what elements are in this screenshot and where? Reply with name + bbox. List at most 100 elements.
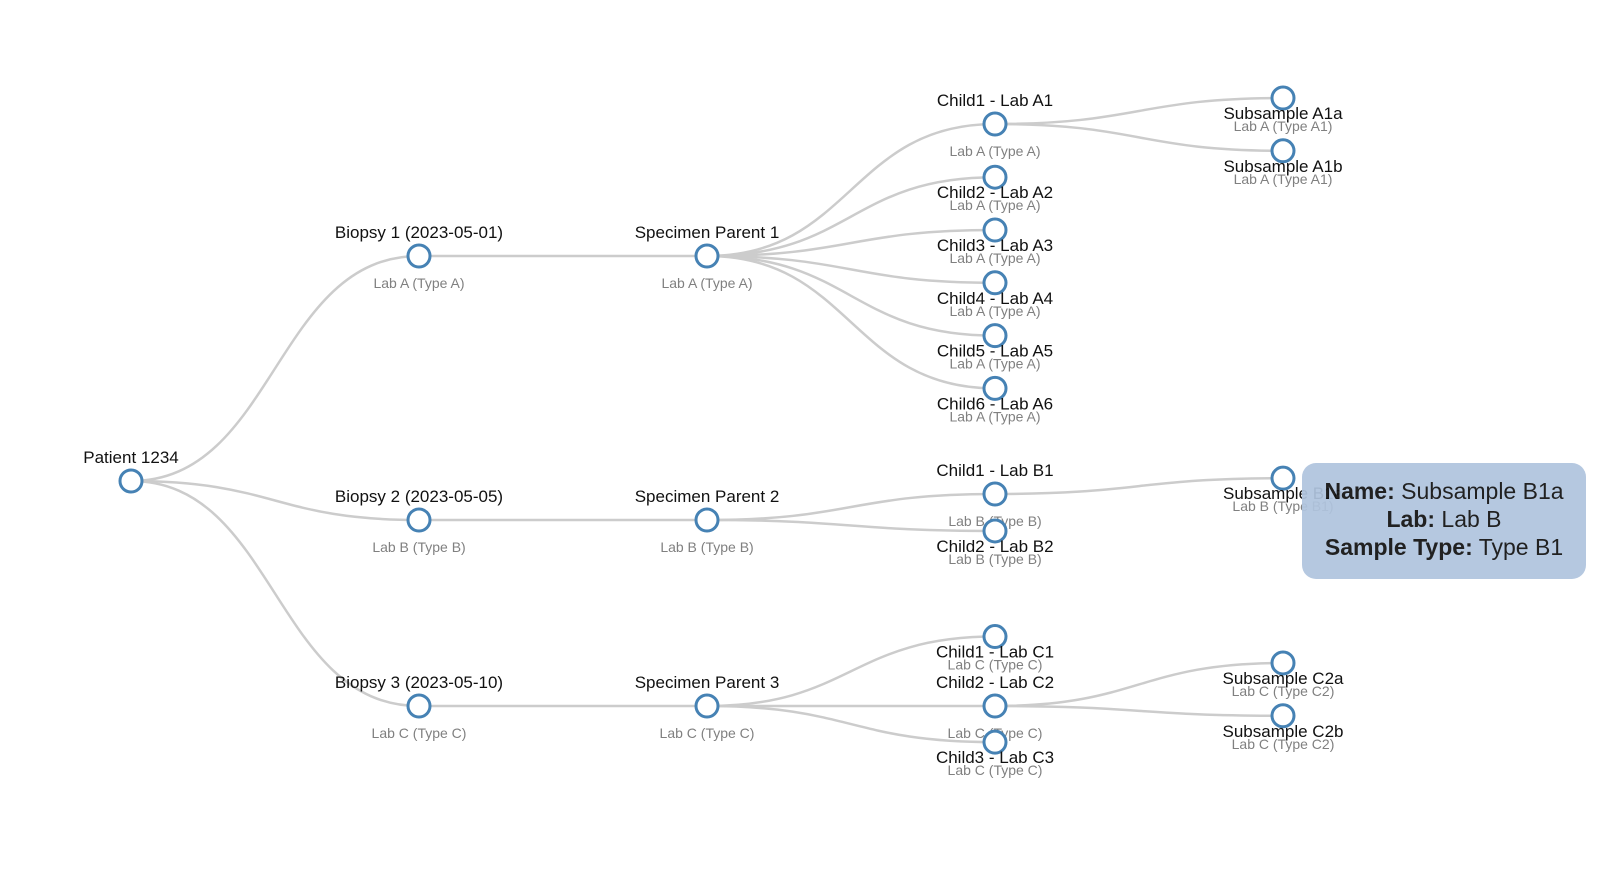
node-label-patient: Patient 1234 bbox=[83, 448, 178, 467]
node-sublabel-child3-lab-a3: Lab A (Type A) bbox=[949, 250, 1040, 266]
node-label-child3-lab-a3: Child3 - Lab A3 bbox=[937, 236, 1053, 255]
node-circle-child1-lab-b1[interactable] bbox=[982, 481, 1008, 507]
node-label-subsample-c2b: Subsample C2b bbox=[1223, 722, 1344, 741]
tooltip-type-line: Sample Type: Type B1 bbox=[1324, 534, 1564, 560]
node-label-subsample-a1a: Subsample A1a bbox=[1223, 104, 1343, 123]
node-circle-child3-lab-c3[interactable] bbox=[982, 729, 1008, 755]
node-circle-child2-lab-b2[interactable] bbox=[982, 518, 1008, 544]
node-sublabel-child2-lab-b2: Lab B (Type B) bbox=[948, 551, 1041, 567]
node-circle-subsample-a1b[interactable] bbox=[1270, 138, 1296, 164]
node-circle-subsample-c2b[interactable] bbox=[1270, 703, 1296, 729]
node-circle-child2-lab-c2[interactable] bbox=[982, 693, 1008, 719]
tooltip-lab-line: Lab: Lab B bbox=[1386, 506, 1502, 532]
node-circle-subsample-c2a[interactable] bbox=[1270, 650, 1296, 676]
node-biopsy-3[interactable]: Biopsy 3 (2023-05-10) Lab C (Type C) bbox=[335, 673, 503, 741]
node-tooltip: Name: Subsample B1a Lab: Lab B Sample Ty… bbox=[1302, 463, 1586, 579]
node-sublabel-specimen-parent-1: Lab A (Type A) bbox=[661, 275, 752, 291]
node-circle-biopsy-1[interactable] bbox=[406, 243, 432, 269]
link-specimen-parent-3-to-child3-lab-c3 bbox=[706, 704, 996, 744]
node-sublabel-biopsy-1: Lab A (Type A) bbox=[373, 275, 464, 291]
link-specimen-parent-1-to-child5-lab-a5 bbox=[706, 254, 996, 337]
node-label-child1-lab-b1: Child1 - Lab B1 bbox=[936, 461, 1053, 480]
node-sublabel-subsample-a1b: Lab A (Type A1) bbox=[1234, 171, 1333, 187]
tree-links bbox=[130, 96, 1284, 744]
node-circle-child5-lab-a5[interactable] bbox=[982, 323, 1008, 349]
node-sublabel-child5-lab-a5: Lab A (Type A) bbox=[949, 356, 1040, 372]
link-child1-lab-a1-to-subsample-a1b bbox=[994, 122, 1284, 153]
node-circle-child3-lab-a3[interactable] bbox=[982, 217, 1008, 243]
node-label-specimen-parent-1: Specimen Parent 1 bbox=[635, 223, 780, 242]
link-child2-lab-c2-to-subsample-c2b bbox=[994, 704, 1284, 718]
node-sublabel-biopsy-2: Lab B (Type B) bbox=[372, 539, 465, 555]
node-specimen-parent-1[interactable]: Specimen Parent 1 Lab A (Type A) bbox=[635, 223, 780, 291]
link-child1-lab-a1-to-subsample-a1a bbox=[994, 96, 1284, 126]
node-specimen-parent-3[interactable]: Specimen Parent 3 Lab C (Type C) bbox=[635, 673, 780, 741]
node-circle-child6-lab-a6[interactable] bbox=[982, 375, 1008, 401]
link-patient-to-biopsy-1 bbox=[130, 254, 420, 483]
node-label-child2-lab-c2: Child2 - Lab C2 bbox=[936, 673, 1054, 692]
node-sublabel-subsample-c2a: Lab C (Type C2) bbox=[1232, 683, 1335, 699]
node-circle-child1-lab-a1[interactable] bbox=[982, 111, 1008, 137]
tree-nodes: Patient 1234 Biopsy 1 (2023-05-01) Lab A (… bbox=[83, 85, 1345, 778]
link-specimen-parent-1-to-child6-lab-a6 bbox=[706, 254, 996, 390]
node-label-child3-lab-c3: Child3 - Lab C3 bbox=[936, 748, 1054, 767]
node-circle-biopsy-3[interactable] bbox=[406, 693, 432, 719]
node-circle-specimen-parent-2[interactable] bbox=[694, 507, 720, 533]
node-sublabel-child4-lab-a4: Lab A (Type A) bbox=[949, 303, 1040, 319]
node-label-child1-lab-c1: Child1 - Lab C1 bbox=[936, 643, 1054, 662]
node-circle-specimen-parent-3[interactable] bbox=[694, 693, 720, 719]
node-biopsy-2[interactable]: Biopsy 2 (2023-05-05) Lab B (Type B) bbox=[335, 487, 503, 555]
node-label-subsample-a1b: Subsample A1b bbox=[1223, 157, 1342, 176]
node-label-specimen-parent-2: Specimen Parent 2 bbox=[635, 487, 780, 506]
link-specimen-parent-2-to-child1-lab-b1 bbox=[706, 492, 996, 522]
node-sublabel-subsample-c2b: Lab C (Type C2) bbox=[1232, 736, 1335, 752]
node-sublabel-child6-lab-a6: Lab A (Type A) bbox=[949, 408, 1040, 424]
link-patient-to-biopsy-3 bbox=[130, 479, 420, 708]
node-label-child6-lab-a6: Child6 - Lab A6 bbox=[937, 394, 1053, 413]
node-circle-patient[interactable] bbox=[118, 468, 144, 494]
node-sublabel-child3-lab-c3: Lab C (Type C) bbox=[948, 762, 1043, 778]
node-sublabel-child1-lab-c1: Lab C (Type C) bbox=[948, 657, 1043, 673]
link-specimen-parent-1-to-child1-lab-a1 bbox=[706, 122, 996, 258]
node-label-biopsy-2: Biopsy 2 (2023-05-05) bbox=[335, 487, 503, 506]
node-circle-child1-lab-c1[interactable] bbox=[982, 624, 1008, 650]
node-sublabel-child2-lab-a2: Lab A (Type A) bbox=[949, 197, 1040, 213]
node-label-child1-lab-a1: Child1 - Lab A1 bbox=[937, 91, 1053, 110]
node-circle-specimen-parent-1[interactable] bbox=[694, 243, 720, 269]
tooltip-name-line: Name: Subsample B1a bbox=[1324, 478, 1564, 504]
link-specimen-parent-3-to-child1-lab-c1 bbox=[706, 635, 996, 708]
node-circle-biopsy-2[interactable] bbox=[406, 507, 432, 533]
node-circle-child4-lab-a4[interactable] bbox=[982, 270, 1008, 296]
node-label-biopsy-3: Biopsy 3 (2023-05-10) bbox=[335, 673, 503, 692]
node-biopsy-1[interactable]: Biopsy 1 (2023-05-01) Lab A (Type A) bbox=[335, 223, 503, 291]
link-specimen-parent-2-to-child2-lab-b2 bbox=[706, 518, 996, 533]
node-circle-child2-lab-a2[interactable] bbox=[982, 164, 1008, 190]
node-label-biopsy-1: Biopsy 1 (2023-05-01) bbox=[335, 223, 503, 242]
node-sublabel-specimen-parent-3: Lab C (Type C) bbox=[660, 725, 755, 741]
link-specimen-parent-1-to-child4-lab-a4 bbox=[706, 254, 996, 285]
node-label-specimen-parent-3: Specimen Parent 3 bbox=[635, 673, 780, 692]
node-patient[interactable]: Patient 1234 bbox=[83, 448, 179, 494]
node-sublabel-subsample-a1a: Lab A (Type A1) bbox=[1234, 118, 1333, 134]
link-specimen-parent-1-to-child2-lab-a2 bbox=[706, 175, 996, 258]
node-sublabel-biopsy-3: Lab C (Type C) bbox=[372, 725, 467, 741]
node-label-child4-lab-a4: Child4 - Lab A4 bbox=[937, 289, 1053, 308]
node-circle-subsample-b1a[interactable] bbox=[1270, 465, 1296, 491]
node-circle-subsample-a1a[interactable] bbox=[1270, 85, 1296, 111]
